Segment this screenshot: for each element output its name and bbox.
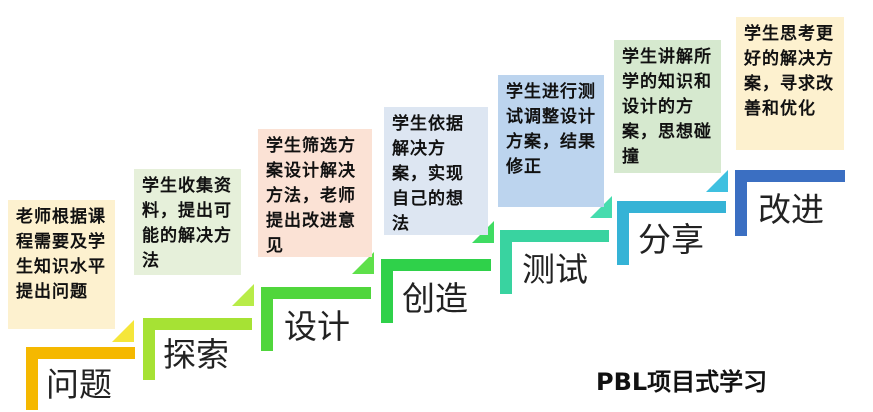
step-bar-vertical	[26, 347, 38, 410]
step-label: 改进	[758, 190, 824, 229]
step-description-box: 学生依据解决方案，实现自己的想法	[384, 107, 488, 235]
step-arrow-triangle	[112, 320, 134, 342]
step-label: 创造	[402, 279, 468, 318]
step-label: 分享	[638, 220, 704, 259]
step-bar-vertical	[735, 170, 747, 236]
step-bar-horizontal	[500, 230, 609, 242]
step-bar-horizontal	[143, 318, 252, 330]
step-bar-vertical	[617, 201, 629, 265]
step-bar-vertical	[143, 318, 155, 380]
step-bar-horizontal	[261, 287, 371, 299]
step-bar-vertical	[500, 230, 512, 294]
step-bar-horizontal	[617, 201, 726, 213]
diagram-title: PBL项目式学习	[596, 368, 768, 396]
step-bar-vertical	[381, 259, 393, 323]
step-label: 设计	[284, 307, 350, 346]
step-label: 探索	[163, 335, 229, 374]
step-description-box: 学生筛选方案设计解决方法，老师提出改进意见	[258, 129, 372, 257]
step-label: 问题	[46, 365, 112, 404]
step-bar-horizontal	[26, 347, 135, 359]
step-arrow-triangle	[352, 252, 374, 274]
step-description-box: 学生讲解所学的知识和设计的方案，思想碰撞	[614, 40, 721, 173]
step-arrow-triangle	[706, 170, 728, 192]
step-bar-vertical	[261, 287, 273, 351]
step-label: 测试	[522, 250, 588, 289]
step-description-box: 学生收集资料，提出可能的解决方法	[134, 169, 241, 275]
step-description-box: 学生思考更好的解决方案，寻求改善和优化	[736, 17, 844, 150]
step-bar-horizontal	[735, 170, 845, 182]
step-description-box: 老师根据课程需要及学生知识水平提出问题	[8, 200, 115, 329]
step-arrow-triangle	[232, 284, 254, 306]
step-description-box: 学生进行测试调整设计方案，结果修正	[498, 75, 604, 207]
step-bar-horizontal	[381, 259, 491, 271]
